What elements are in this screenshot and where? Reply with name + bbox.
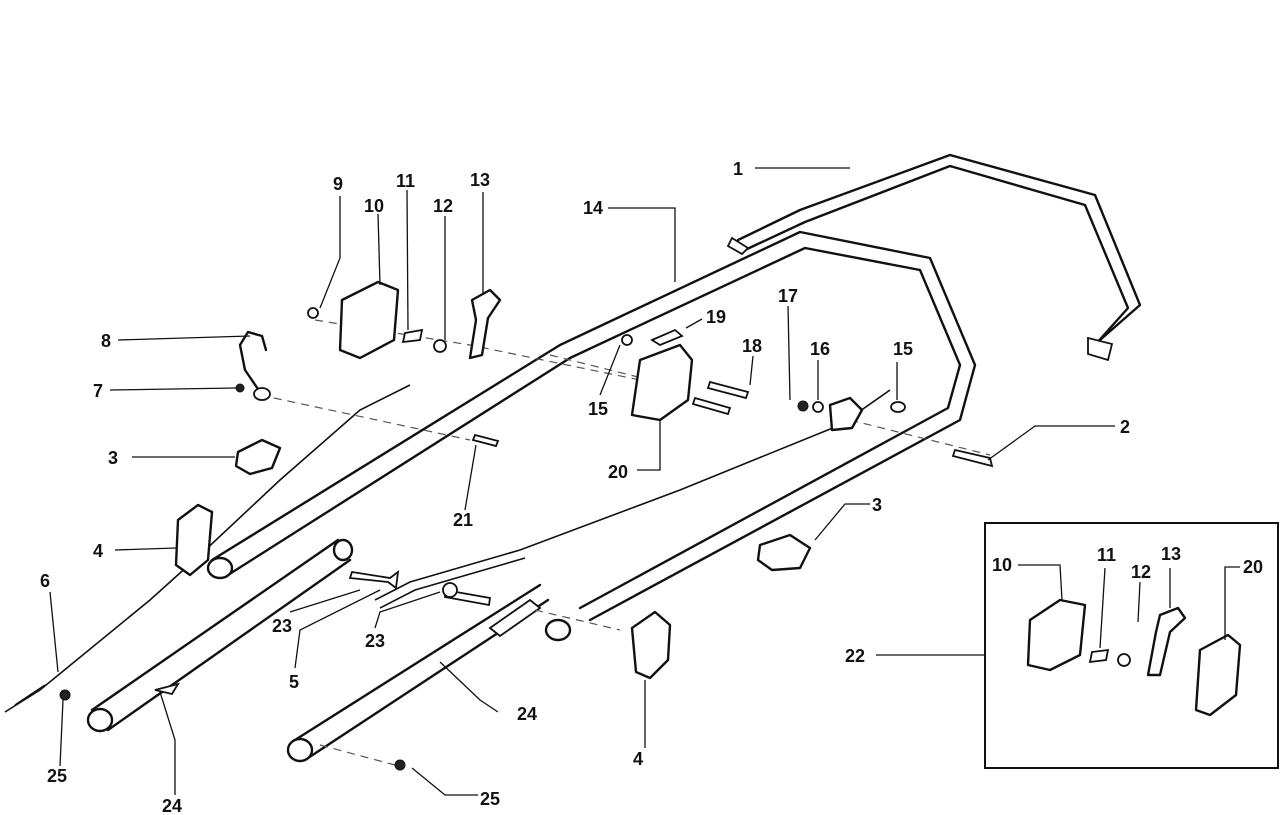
callout-13: 13 xyxy=(470,170,490,190)
callout-10: 10 xyxy=(364,196,384,216)
leader-lines xyxy=(49,167,1115,796)
callout-1: 1 xyxy=(733,159,743,179)
callout-4-right: 4 xyxy=(633,749,643,769)
nut-part-25-left xyxy=(59,689,71,701)
callout-18: 18 xyxy=(742,336,762,356)
nut-part-15-right xyxy=(890,401,906,413)
callout-25-left: 25 xyxy=(47,766,67,786)
callout-3-upper: 3 xyxy=(108,448,118,468)
clamp-part-4-right xyxy=(630,610,672,680)
end-part-7 xyxy=(253,387,271,401)
lever-part-13 xyxy=(468,288,502,360)
callout-23-right: 23 xyxy=(365,631,385,651)
pin-part-19 xyxy=(650,328,684,347)
callout-11: 11 xyxy=(396,171,415,191)
bolt-part-18-lower xyxy=(691,396,732,416)
callout-20: 20 xyxy=(608,462,628,482)
callout-14: 14 xyxy=(583,198,603,218)
housing-part-20 xyxy=(630,343,694,422)
clip-part-3-upper xyxy=(234,438,282,476)
cable-end xyxy=(14,684,46,706)
clamp-part-4-left xyxy=(174,503,214,577)
callout-4-left: 4 xyxy=(93,541,103,561)
nut-part-25-right xyxy=(394,759,406,771)
screw-part-9 xyxy=(307,307,319,319)
callout-9: 9 xyxy=(333,174,343,194)
callout-2: 2 xyxy=(1120,417,1130,437)
bolt-part-2 xyxy=(951,448,994,468)
callout-8: 8 xyxy=(101,331,111,351)
throttle-cable-part-5 xyxy=(374,389,891,601)
bolt-part-23-upper xyxy=(348,570,400,590)
callout-labels: 1 2 3 3 4 4 5 6 7 8 9 10 11 12 13 14 15 … xyxy=(40,159,1130,815)
assembly-lines xyxy=(259,319,991,766)
callout-19: 19 xyxy=(706,307,726,327)
callout-24-right: 24 xyxy=(517,704,537,724)
inset-callout-13: 13 xyxy=(1161,544,1181,564)
callout-12: 12 xyxy=(433,196,453,216)
bolt-head-23 xyxy=(442,582,458,598)
pin-part-21 xyxy=(471,433,500,448)
spring-part-12 xyxy=(433,339,447,353)
callout-21: 21 xyxy=(453,510,473,530)
inset-callout-20: 20 xyxy=(1243,557,1263,577)
callout-16: 16 xyxy=(810,339,830,359)
callout-17: 17 xyxy=(778,286,798,306)
inset-callout-11: 11 xyxy=(1097,545,1116,565)
lower-tube-right-part-24 xyxy=(286,583,550,763)
callout-22: 22 xyxy=(845,646,865,666)
shim-part-11 xyxy=(401,328,424,344)
nut-part-17 xyxy=(797,400,809,412)
callout-24-left: 24 xyxy=(162,796,182,815)
callout-5: 5 xyxy=(289,672,299,692)
lever-housing-part-10 xyxy=(338,280,400,360)
callout-25-right: 25 xyxy=(480,789,500,809)
upper-handle-part-14 xyxy=(206,230,977,642)
cable-bracket xyxy=(828,396,864,432)
callout-15-right: 15 xyxy=(893,339,913,359)
callout-3-lower: 3 xyxy=(872,495,882,515)
callout-7: 7 xyxy=(93,381,103,401)
inset-callout-12: 12 xyxy=(1131,562,1151,582)
nut-part-15-left xyxy=(621,334,633,346)
throttle-cable-casing xyxy=(379,557,526,609)
hook-part-8 xyxy=(238,330,268,394)
inset-callout-10: 10 xyxy=(992,555,1012,575)
callout-6: 6 xyxy=(40,571,50,591)
nut-part-7 xyxy=(235,383,245,393)
lower-tube-left-part-24 xyxy=(86,538,354,733)
callout-15-left: 15 xyxy=(588,399,608,419)
washer-part-16 xyxy=(812,401,824,413)
inset-kit-part-22 xyxy=(984,522,1279,769)
callout-23-left: 23 xyxy=(272,616,292,636)
bolt-part-18-upper xyxy=(706,380,750,400)
cross-bar-part-1 xyxy=(726,153,1142,362)
inset-callout-labels: 10 11 12 13 20 xyxy=(992,544,1263,582)
clip-part-3-lower xyxy=(756,533,812,572)
